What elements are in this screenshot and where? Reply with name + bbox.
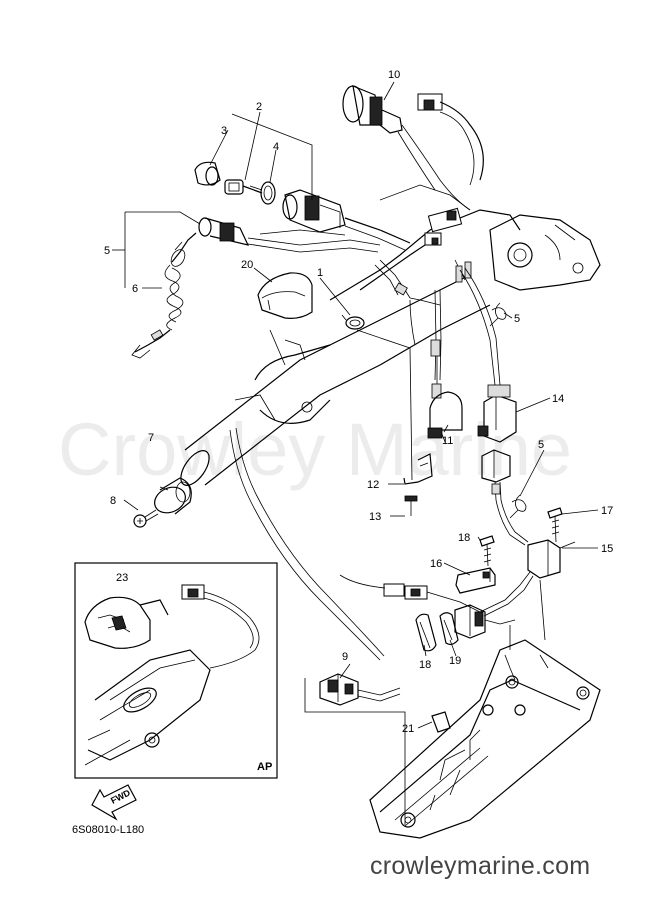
part-15-drawing xyxy=(477,384,517,443)
callout-14: 13 xyxy=(369,511,381,523)
callout-9: 8 xyxy=(110,495,116,507)
callout-18-right: 17 xyxy=(601,505,613,517)
callout-5-top: 5 xyxy=(514,313,520,325)
callout-20: 19 xyxy=(449,655,461,667)
callout-15: 14 xyxy=(552,393,564,405)
harness-wires xyxy=(229,259,501,661)
callout-10: 9 xyxy=(342,651,348,663)
inset-tag: AP xyxy=(257,761,272,773)
callout-16: 15 xyxy=(601,543,613,555)
part-19-20-drawing xyxy=(415,612,459,652)
part-16-18-drawing xyxy=(339,507,576,639)
callout-18-left: 18 xyxy=(458,532,470,544)
callout-4: 4 xyxy=(273,141,279,153)
callout-11: 10 xyxy=(388,69,400,81)
fwd-arrow: FWD xyxy=(91,784,137,821)
part-8-9-drawing xyxy=(133,477,192,528)
part-11-drawing xyxy=(342,85,484,211)
part-22-drawing xyxy=(257,272,313,319)
callout-7: 6 xyxy=(132,283,138,295)
callout-22: 20 xyxy=(241,259,253,271)
callout-8: 7 xyxy=(148,432,154,444)
callout-2: 2 xyxy=(256,101,262,113)
part-6-7-drawing xyxy=(131,217,381,359)
part-1-drawing xyxy=(341,314,365,330)
callout-1: 1 xyxy=(317,267,323,279)
part-2-4-drawing xyxy=(194,161,411,251)
callout-6: 5 xyxy=(104,245,110,257)
callout-19: 18 xyxy=(419,659,431,671)
callout-17: 16 xyxy=(430,558,442,570)
connector-lower-drawing xyxy=(481,449,529,546)
callout-3: 3 xyxy=(221,125,227,137)
leader-lines xyxy=(112,81,599,825)
callout-21: 21 xyxy=(402,723,414,735)
callout-23: 23 xyxy=(116,572,128,584)
inset-panel xyxy=(74,562,278,779)
callout-5-mid: 5 xyxy=(538,439,544,451)
bottom-bracket-drawing xyxy=(369,639,601,839)
site-url[interactable]: crowleymarine.com xyxy=(370,852,591,880)
drawing-code: 6S08010-L180 xyxy=(72,824,145,836)
part-12-14-drawing xyxy=(403,391,463,516)
callout-13: 12 xyxy=(367,479,379,491)
watermark-text: Crowley Marine xyxy=(58,408,572,491)
callout-12: 11 xyxy=(442,435,453,447)
part-5-drawing xyxy=(489,302,527,519)
part-10-drawing xyxy=(319,673,401,706)
